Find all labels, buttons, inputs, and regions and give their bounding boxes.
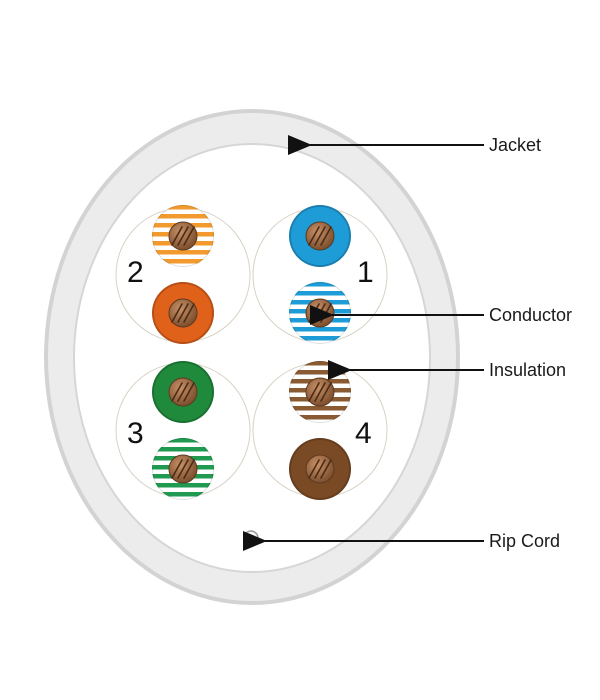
pair-3-stripe-wire — [152, 438, 214, 500]
pair-2-solid-wire — [152, 282, 214, 344]
pair-number-1: 1 — [357, 256, 374, 289]
pair-4-stripe-wire — [289, 361, 351, 423]
pair-number-2: 2 — [127, 256, 144, 289]
rip-cord — [243, 530, 259, 546]
conductor-strands — [308, 226, 332, 246]
conductor-strands — [171, 226, 195, 246]
wire-pairs — [152, 205, 351, 500]
rip-cord-label: Rip Cord — [489, 531, 560, 551]
pair-2-stripe-wire — [152, 205, 214, 267]
pair-3-solid-wire — [152, 361, 214, 423]
pair-1-stripe-wire — [289, 282, 351, 344]
conductor-strands — [308, 382, 332, 402]
pair-1-solid-wire — [289, 205, 351, 267]
pair-number-4: 4 — [355, 417, 372, 450]
conductor-strands — [171, 382, 195, 402]
pair-number-3: 3 — [127, 417, 144, 450]
pair-4-solid-wire — [289, 438, 351, 500]
conductor-strands — [308, 459, 332, 479]
insulation-label: Insulation — [489, 360, 566, 380]
conductor-label: Conductor — [489, 305, 572, 325]
callout-arrows — [243, 135, 484, 551]
jacket-label: Jacket — [489, 135, 541, 155]
conductor-strands — [171, 303, 195, 323]
conductor-strands — [171, 459, 195, 479]
